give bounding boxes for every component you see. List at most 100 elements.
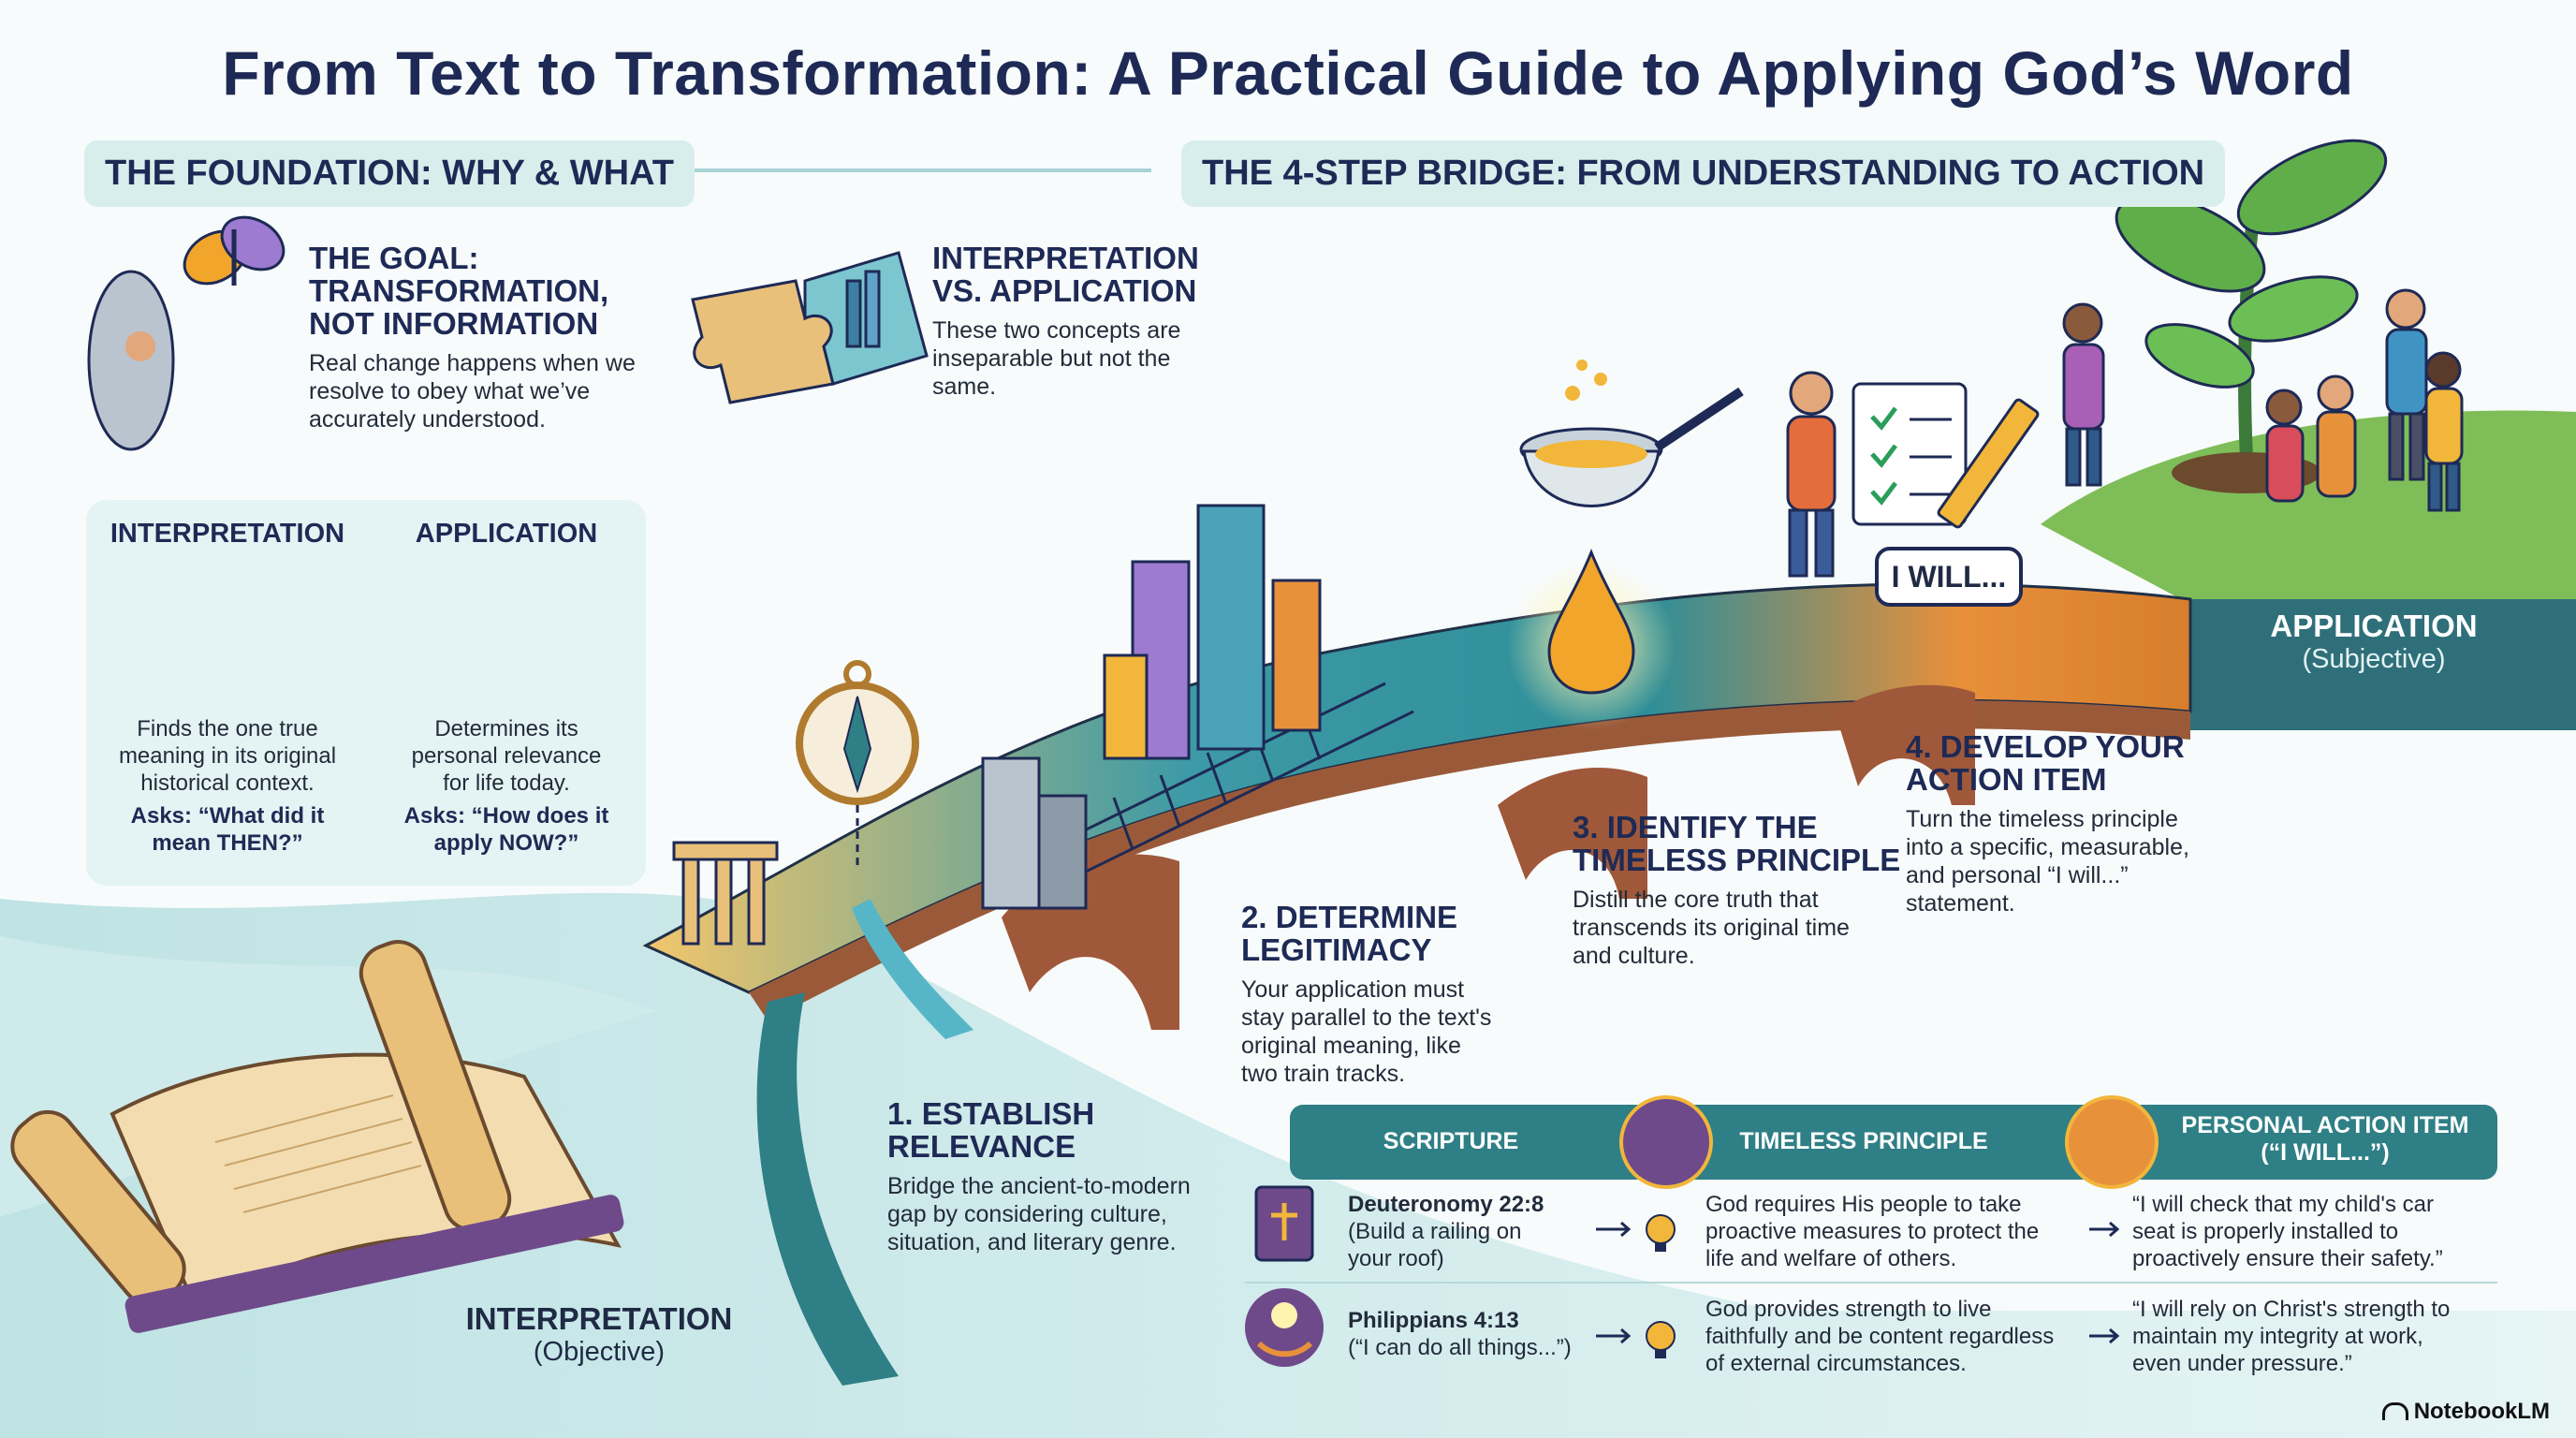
step-1-heading-1: 1. ESTABLISH [887, 1096, 1095, 1131]
table-row-2-scripture: Philippians 4:13 (“I can do all things..… [1348, 1307, 1629, 1361]
ivsa-text-2: inseparable but not the [932, 345, 1171, 372]
step-4-text-1: Turn the timeless principle [1906, 806, 2178, 832]
compare-application-body: Determines its personal relevance for li… [371, 715, 642, 857]
row-2-principle-3: of external circumstances. [1705, 1351, 1967, 1376]
sapling-icon [2115, 139, 2388, 493]
step-4-heading-2: ACTION ITEM [1906, 762, 2107, 797]
ruins-icon [672, 841, 779, 946]
th-action-item-2: (“I WILL...”) [2261, 1139, 2390, 1166]
step-4-text-2: into a specific, measurable, [1906, 834, 2189, 860]
step-3-text-2: transcends its original time [1573, 915, 1850, 941]
page-title: From Text to Transformation: A Practical… [222, 38, 2354, 108]
step-3-text-1: Distill the core truth that [1573, 887, 1819, 913]
step-1-text-1: Bridge the ancient-to-modern [887, 1173, 1191, 1199]
step-4-heading-1: 4. DEVELOP YOUR [1906, 729, 2185, 764]
footer-label: NotebookLM [2413, 1399, 2550, 1424]
ivsa-heading-2: VS. APPLICATION [932, 273, 1197, 308]
hand-light-icon [1245, 1288, 1324, 1367]
row-1-principle-1: God requires His people to take [1705, 1192, 2022, 1217]
compare-app-text-2: personal relevance [411, 743, 602, 769]
notebooklm-footer: NotebookLM [2381, 1399, 2550, 1425]
row-1-principle-2: proactive measures to protect the [1705, 1219, 2040, 1244]
scroll-icon [10, 940, 624, 1333]
compare-interp-text-2: meaning in its original [118, 743, 337, 769]
step-3-heading-1: 3. IDENTIFY THE [1573, 810, 1818, 844]
table-row-1-action: “I will check that my child's car seat i… [2132, 1191, 2507, 1272]
goal-heading-3: NOT INFORMATION [309, 306, 599, 341]
step-3: 3. IDENTIFY THE TIMELESS PRINCIPLE Disti… [1573, 811, 1910, 970]
row-1-note-2: your roof) [1348, 1246, 1444, 1271]
table-row-1-scripture: Deuteronomy 22:8 (Build a railing on you… [1348, 1191, 1591, 1272]
th-scripture: SCRIPTURE [1383, 1128, 1519, 1154]
table-row-2-principle: God provides strength to live faithfully… [1705, 1296, 2089, 1377]
row-2-ref: Philippians 4:13 [1348, 1308, 1519, 1333]
row-2-action-1: “I will rely on Christ's strength to [2132, 1297, 2451, 1322]
goal-text-1: Real change happens when we [309, 350, 636, 376]
row-1-action-1: “I will check that my child's car [2132, 1192, 2434, 1217]
sieve-icon [1519, 360, 1744, 507]
runner-icon [2065, 1095, 2159, 1189]
step-1-heading-2: RELEVANCE [887, 1129, 1076, 1164]
ivsa-heading-1: INTERPRETATION [932, 241, 1199, 275]
puzzle-icon [691, 251, 929, 404]
goal-text-3: accurately understood. [309, 406, 546, 433]
step-3-heading-2: TIMELESS PRINCIPLE [1573, 843, 1901, 877]
row-1-ref: Deuteronomy 22:8 [1348, 1192, 1544, 1217]
bible-icon [1254, 1185, 1314, 1262]
header-lightbulb-icon [1619, 1095, 1713, 1189]
application-endpoint-sub: (Subjective) [2302, 644, 2446, 674]
interp-vs-app-block: INTERPRETATION VS. APPLICATION These two… [932, 242, 1241, 401]
bridge-band: THE 4-STEP BRIDGE: FROM UNDERSTANDING TO… [1181, 140, 2226, 207]
compare-application-heading: APPLICATION [415, 519, 598, 549]
foundation-band: THE FOUNDATION: WHY & WHAT [84, 140, 695, 207]
step-2-text-3: original meaning, like [1241, 1033, 1461, 1059]
step-2-heading-1: 2. DETERMINE [1241, 900, 1458, 934]
th-action-item: PERSONAL ACTION ITEM (“I WILL...”) [2159, 1112, 2492, 1167]
step-1-text-3: situation, and literary genre. [887, 1229, 1177, 1255]
interpretation-endpoint: INTERPRETATION (Objective) [440, 1301, 758, 1368]
step-1: 1. ESTABLISH RELEVANCE Bridge the ancien… [887, 1097, 1224, 1256]
th-timeless-principle: TIMELESS PRINCIPLE [1739, 1128, 1988, 1154]
city-icon [981, 504, 1322, 910]
goal-block: THE GOAL: TRANSFORMATION, NOT INFORMATIO… [309, 242, 665, 433]
step-4-text-3: and personal “I will...” [1906, 862, 2129, 888]
compare-app-text-1: Determines its [434, 716, 578, 741]
step-3-text-3: and culture. [1573, 943, 1695, 969]
step-2-text-2: stay parallel to the text's [1241, 1005, 1492, 1031]
butterfly-icon [183, 215, 285, 286]
step-4-text-4: statement. [1906, 890, 2015, 917]
step-4: 4. DEVELOP YOUR ACTION ITEM Turn the tim… [1906, 730, 2243, 917]
compare-interpretation-body: Finds the one true meaning in its origin… [92, 715, 363, 857]
row-2-principle-1: God provides strength to live [1705, 1297, 1992, 1322]
interpretation-endpoint-label: INTERPRETATION [465, 1301, 733, 1336]
compare-panel [86, 500, 646, 886]
application-endpoint: APPLICATION (Subjective) [2196, 609, 2552, 675]
row-1-action-2: seat is properly installed to [2132, 1219, 2399, 1244]
notebook-logo-icon [2381, 1402, 2408, 1420]
step-2-text-1: Your application must [1241, 976, 1465, 1003]
compare-interp-text-3: historical context. [140, 770, 315, 796]
compare-app-text-3: for life today. [443, 770, 570, 796]
step-2-heading-2: LEGITIMACY [1241, 932, 1432, 967]
people-icon [1786, 371, 1837, 578]
lightbulb-icon [1646, 1214, 1676, 1358]
row-2-principle-2: faithfully and be content regardless [1705, 1324, 2055, 1349]
compare-app-asks-1: Asks: “How does it [403, 803, 609, 829]
table-header [1290, 1105, 2497, 1180]
compass-icon [796, 660, 919, 871]
interpretation-endpoint-sub: (Objective) [533, 1337, 666, 1367]
pencil-icon [1937, 398, 2040, 529]
cocoon-icon [87, 270, 175, 451]
droplet-icon [1547, 548, 1635, 695]
compare-app-asks-2: apply NOW?” [433, 830, 579, 856]
table-row-1-principle: God requires His people to take proactiv… [1705, 1191, 2089, 1272]
compare-interpretation-heading: INTERPRETATION [110, 519, 345, 549]
compare-interp-text-1: Finds the one true [137, 716, 318, 741]
goal-text-2: resolve to obey what we’ve [309, 378, 591, 404]
row-1-principle-3: life and welfare of others. [1705, 1246, 1957, 1271]
goal-heading-2: TRANSFORMATION, [309, 273, 609, 308]
step-1-text-2: gap by considering culture, [887, 1201, 1167, 1227]
th-action-item-1: PERSONAL ACTION ITEM [2181, 1112, 2469, 1138]
